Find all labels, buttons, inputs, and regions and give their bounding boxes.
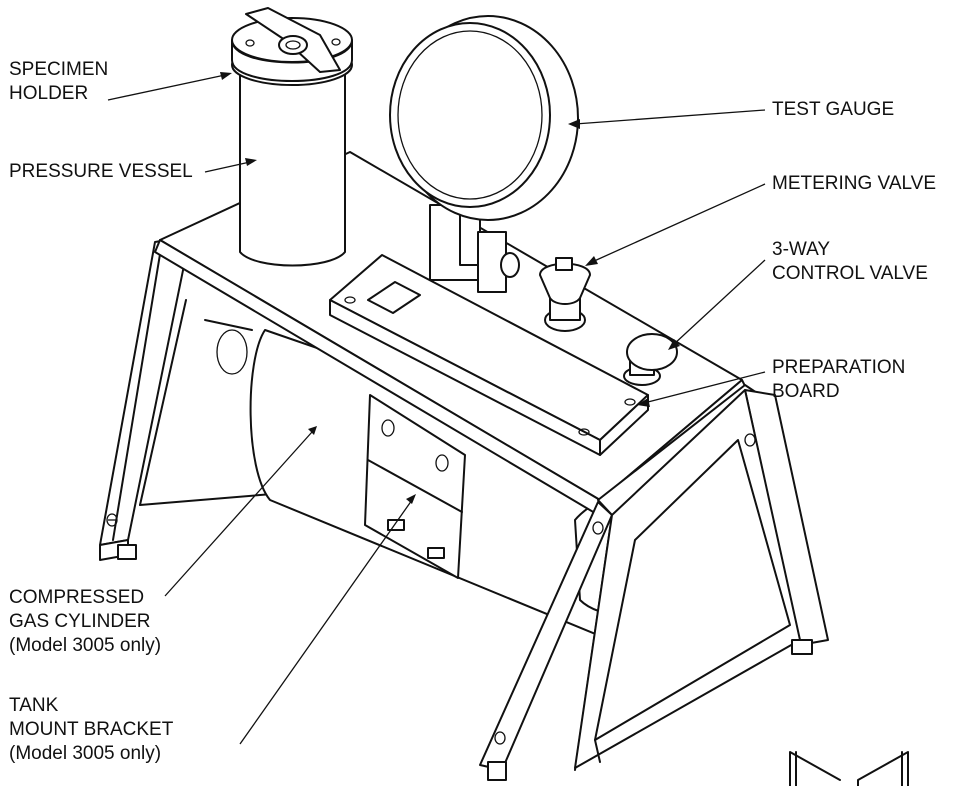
label-gas-cylinder: COMPRESSED GAS CYLINDER (Model 3005 only… — [9, 586, 161, 658]
label-metering-valve: METERING VALVE — [772, 172, 936, 196]
metering-valve-shape — [539, 257, 591, 332]
label-line: COMPRESSED — [9, 587, 145, 608]
label-line: (Model 3005 only) — [9, 635, 162, 656]
label-line: PRESSURE VESSEL — [9, 161, 193, 182]
label-tank-bracket: TANK MOUNT BRACKET (Model 3005 only) — [9, 694, 173, 766]
label-line: TEST GAUGE — [772, 99, 895, 120]
label-line: HOLDER — [9, 83, 89, 104]
label-line: (Model 3005 only) — [9, 743, 162, 764]
label-control-valve: 3-WAY CONTROL VALVE — [772, 238, 928, 286]
label-specimen-holder: SPECIMEN HOLDER — [9, 58, 108, 106]
label-preparation-board: PREPARATION BOARD — [772, 356, 905, 404]
label-line: TANK — [9, 695, 59, 716]
label-line: PREPARATION — [772, 357, 906, 378]
pressure-vessel-shape — [231, 7, 353, 267]
test-gauge-shape — [389, 15, 579, 293]
label-test-gauge: TEST GAUGE — [772, 98, 894, 122]
label-line: SPECIMEN — [9, 59, 109, 80]
control-valve-shape — [623, 333, 678, 386]
label-pressure-vessel: PRESSURE VESSEL — [9, 160, 193, 184]
label-line: 3-WAY — [772, 239, 831, 260]
label-line: GAS CYLINDER — [9, 611, 151, 632]
label-line: CONTROL VALVE — [772, 263, 928, 284]
label-line: METERING VALVE — [772, 173, 936, 194]
preparation-board-shape — [329, 254, 649, 456]
label-line: MOUNT BRACKET — [9, 719, 174, 740]
label-line: BOARD — [772, 381, 840, 402]
leader-lines — [107, 72, 766, 745]
right-leg — [479, 384, 829, 781]
inset-detail — [789, 751, 909, 787]
